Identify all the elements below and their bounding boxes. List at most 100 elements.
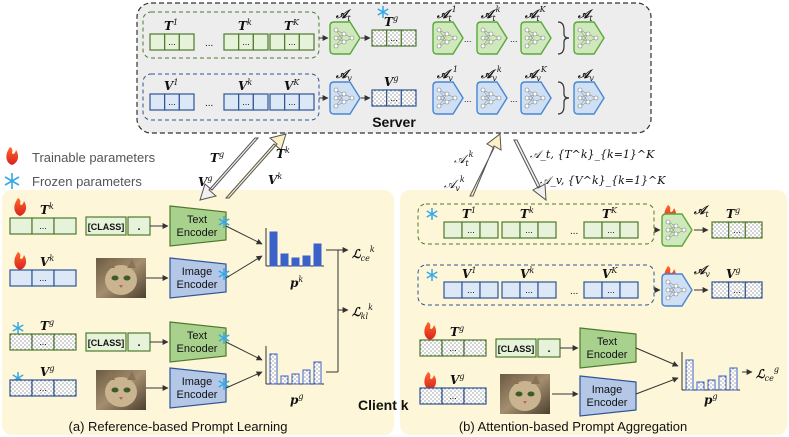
encoder-label-line1: Text	[187, 330, 207, 342]
client-b-ellipsis: ...	[570, 226, 578, 237]
prompt-ellipsis: ...	[168, 97, 176, 107]
comm-arrow-client-to-server-right	[469, 133, 547, 202]
prompt-cell	[149, 33, 166, 51]
client-b-prompt-vg-label: Vg	[450, 372, 464, 387]
prompt-cell	[371, 29, 388, 47]
client-b-global-text: ...	[711, 221, 763, 239]
client-b-global-visual: ...	[711, 281, 763, 299]
prompt-cell	[53, 217, 77, 235]
prompt-cell	[252, 33, 269, 51]
client-attention-net-visual	[476, 81, 508, 115]
bar	[302, 369, 311, 385]
server-text-prompt: ...	[269, 33, 315, 51]
prompt-cell	[583, 221, 603, 239]
prompt-cell	[443, 281, 463, 299]
encoder-label-line1: Image	[592, 384, 623, 396]
bar	[280, 375, 289, 385]
client-b-global-visual-label: Vg	[726, 266, 740, 281]
server-visual-prompt-label: Vk	[238, 78, 252, 93]
prompt-cell	[619, 281, 639, 299]
connector	[225, 255, 263, 279]
server-visual-prompt-group	[142, 73, 320, 121]
client-visual-prompt-k: ...	[9, 269, 77, 287]
prompt-cell	[443, 221, 463, 239]
class-token-group: [CLASS].	[85, 332, 151, 352]
prompt-ellipsis: ...	[607, 285, 615, 295]
connector	[225, 341, 263, 361]
server-text-prompts: ...T1...Tk...TK...	[149, 18, 315, 51]
prompt-ellipsis: ...	[733, 285, 741, 295]
prompt-cell	[269, 33, 286, 51]
arrow-label-At-Tset: 𝒜_t, {T^k}_{k=1}^K	[530, 148, 655, 161]
client-b-ellipsis: ...	[570, 286, 578, 297]
prompt-ellipsis: ...	[390, 93, 398, 103]
prompt-cell	[400, 89, 417, 107]
prompt-cell	[371, 89, 388, 107]
fire-icon	[6, 147, 19, 165]
prompt-cell	[400, 29, 417, 47]
bar	[302, 255, 311, 267]
server-attention-net-visual	[329, 81, 361, 115]
fire-icon	[424, 372, 437, 390]
client-attention-net-visual	[520, 81, 552, 115]
prompt-ellipsis: ...	[39, 221, 47, 231]
prompt-cell	[298, 33, 315, 51]
prompt-ellipsis: ...	[467, 225, 475, 235]
prompt-cell	[223, 93, 240, 111]
prompt-ellipsis: ...	[39, 273, 47, 283]
prompt-cell	[269, 93, 286, 111]
prompt-ellipsis: ...	[607, 225, 615, 235]
bar-chart-pg	[265, 346, 324, 385]
server-visual-prompt: ...	[149, 93, 195, 111]
server-text-prompt-label: TK	[284, 18, 300, 33]
prompt-cell	[223, 33, 240, 51]
encoder-label-line1: Image	[182, 376, 213, 388]
client-attention-net-text	[476, 21, 508, 55]
prompt-ellipsis: ...	[449, 391, 457, 401]
class-token	[85, 216, 127, 236]
dot-token-label: .	[137, 221, 140, 233]
server-agg-net-visual	[573, 81, 605, 115]
arrow-label-Av-k: 𝒜vk	[444, 175, 465, 193]
connector	[225, 225, 263, 245]
client-attention-net-visual	[432, 81, 464, 115]
server-ellipsis: ...	[205, 38, 213, 49]
snowflake-icon	[218, 216, 230, 228]
prompt-cell	[501, 281, 521, 299]
connector	[635, 377, 679, 395]
prompt-cell	[419, 339, 443, 357]
prompt-cell	[537, 281, 557, 299]
bar	[718, 375, 727, 391]
prompt-ellipsis: ...	[449, 343, 457, 353]
encoder-label-line1: Image	[182, 266, 213, 278]
server-global-text-label: Tg	[384, 14, 398, 29]
prompt-cell	[744, 221, 763, 239]
prompt-cell	[178, 93, 195, 111]
server-visual-prompt: ...	[269, 93, 315, 111]
client-title: Client k	[358, 397, 409, 413]
class-token-label: [CLASS]	[88, 222, 125, 232]
arrow-label-Vg: Vg	[198, 174, 212, 189]
prompt-ellipsis: ...	[733, 225, 741, 235]
prompt-cell	[463, 339, 487, 357]
client-b-prompt-tg: ...	[419, 339, 487, 357]
prompt-ellipsis: ...	[242, 37, 250, 47]
cat-image	[96, 258, 146, 298]
fire-icon	[14, 252, 27, 270]
loss-ce-g: ℒceg	[756, 365, 779, 383]
snowflake-icon	[12, 322, 24, 334]
client-b-prompt-tg-label: Tg	[450, 324, 464, 339]
prompt-cell	[9, 269, 33, 287]
prompt-cell	[479, 281, 499, 299]
bar-chart-pg-b	[681, 352, 740, 391]
snowflake-icon	[426, 269, 438, 281]
prompt-cell	[53, 269, 77, 287]
cat-image	[500, 374, 550, 414]
prompt-ellipsis: ...	[39, 383, 47, 393]
server-ellipsis: ...	[464, 34, 472, 44]
prompt-cell	[501, 221, 521, 239]
server-visual-prompts: ...V1...Vk...VK...	[149, 78, 315, 111]
client-visual-prompt-k-label: Vk	[40, 254, 54, 269]
